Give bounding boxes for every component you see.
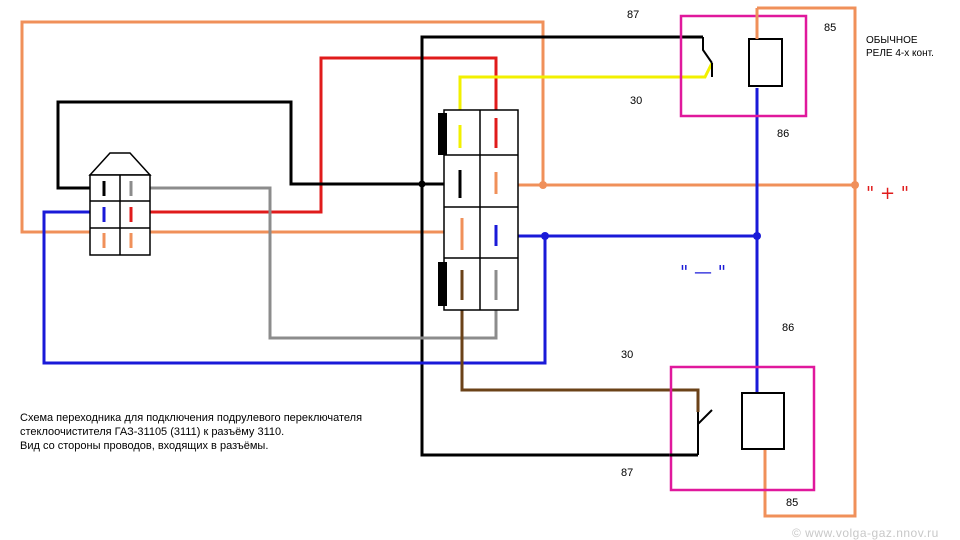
relay-note-line1: ОБЫЧНОЕ [866, 35, 918, 46]
watermark: © www.volga-gaz.nnov.ru [792, 526, 939, 540]
red-wire [130, 56, 498, 214]
brown-wire [460, 275, 700, 412]
relay-top-pin87-label: 87 [627, 9, 639, 21]
relay-bottom [669, 365, 816, 492]
plus-mark: " + " [866, 183, 909, 204]
blue-junction-right [753, 232, 761, 240]
caption-line2: стеклоочистителя ГАЗ-31105 (3111) к разъ… [20, 426, 285, 438]
small-connector [88, 152, 152, 256]
large-connector [438, 109, 519, 311]
relay-top-pin86-label: 86 [777, 128, 789, 140]
relay-top-pin30-label: 30 [630, 95, 642, 107]
relay-top [679, 8, 808, 118]
black-junction [418, 180, 426, 188]
black-wires [56, 35, 703, 457]
orange-junction-right [851, 181, 859, 189]
relay-bottom-pin85-label: 85 [786, 497, 798, 509]
relay-note: ОБЫЧНОЕ РЕЛЕ 4-х конт. [866, 34, 934, 60]
relay-bottom-pin86-label: 86 [782, 322, 794, 334]
relay-note-line2: РЕЛЕ 4-х конт. [866, 48, 934, 59]
relay-bottom-pin30-label: 30 [621, 349, 633, 361]
gray-wire [130, 186, 498, 340]
caption-line3: Вид со стороны проводов, входящих в разъ… [20, 440, 269, 452]
relay-bottom-pin87-label: 87 [621, 467, 633, 479]
minus-mark: " — " [680, 262, 726, 283]
orange-junction-left [539, 181, 547, 189]
blue-wires [42, 88, 759, 392]
relay-top-pin85-label: 85 [824, 22, 836, 34]
caption-line1: Схема переходника для подключения подрул… [20, 412, 363, 424]
diagram-caption: Схема переходника для подключения подрул… [20, 411, 420, 453]
blue-junction-left [541, 232, 549, 240]
